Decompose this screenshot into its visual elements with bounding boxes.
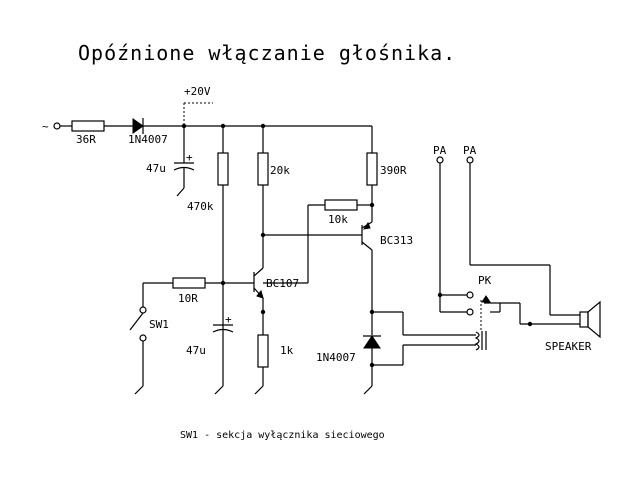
resistor-10k-label: 10k [328, 213, 348, 226]
diode-d2-label: 1N4007 [316, 351, 356, 364]
ac-input-terminal [53, 122, 61, 130]
capacitor-c2-polarity: + [225, 313, 232, 326]
speaker-label: SPEAKER [545, 340, 592, 353]
pa-inputs: PA PA [433, 144, 580, 316]
resistor-20k-label: 20k [270, 164, 290, 177]
pa-input-2-label: PA [463, 144, 477, 157]
resistor-470k: 470k [187, 126, 229, 395]
relay-coil [372, 311, 487, 366]
transistor-bc313-label: BC313 [380, 234, 413, 247]
switch-sw1-label: SW1 [149, 318, 169, 331]
capacitor-c1-polarity: + [186, 151, 193, 164]
resistor-1k: 1k [254, 309, 294, 395]
resistor-36r-label: 36R [76, 133, 96, 146]
diode-d1-label: 1N4007 [128, 133, 168, 146]
transistor-bc313: BC313 [260, 221, 413, 312]
switch-sw1 [129, 312, 144, 331]
resistor-10r-label: 10R [178, 292, 198, 305]
diagram-caption: SW1 - sekcja wyłącznika sieciowego [180, 430, 385, 441]
resistor-20k: 20k [257, 126, 290, 268]
switch-branch: 10R SW1 [129, 277, 223, 395]
supply-voltage-label: +20V [184, 85, 211, 98]
resistor-10r [172, 277, 206, 289]
relay-pk-label: PK [478, 274, 492, 287]
diagram-title: Opóźnione włączanie głośnika. [78, 41, 456, 65]
capacitor-c1-label: 47u [146, 162, 166, 175]
resistor-10k: 10k [263, 199, 375, 284]
transistor-bc107-label: BC107 [266, 277, 299, 290]
capacitor-c1: + 47u [146, 126, 195, 197]
capacitor-c2-label: 47u [186, 344, 206, 357]
capacitor-c2: + 47u [186, 313, 234, 357]
resistor-1k-label: 1k [280, 344, 294, 357]
resistor-390r: 390R [366, 126, 407, 222]
resistor-390r-label: 390R [380, 164, 407, 177]
ac-input-label: ~ [42, 120, 49, 133]
resistor-470k-label: 470k [187, 200, 214, 213]
supply-marker: +20V [181, 85, 213, 129]
transistor-bc107: BC107 [220, 267, 299, 312]
relay-contacts-pk: PK [466, 274, 580, 330]
diode-d1 [132, 118, 144, 134]
diode-d2: 1N4007 [316, 309, 381, 395]
speaker: SPEAKER [545, 300, 601, 353]
input-section: ~ 36R 1N4007 [42, 118, 372, 146]
resistor-36r [71, 120, 105, 132]
pa-input-1-label: PA [433, 144, 447, 157]
